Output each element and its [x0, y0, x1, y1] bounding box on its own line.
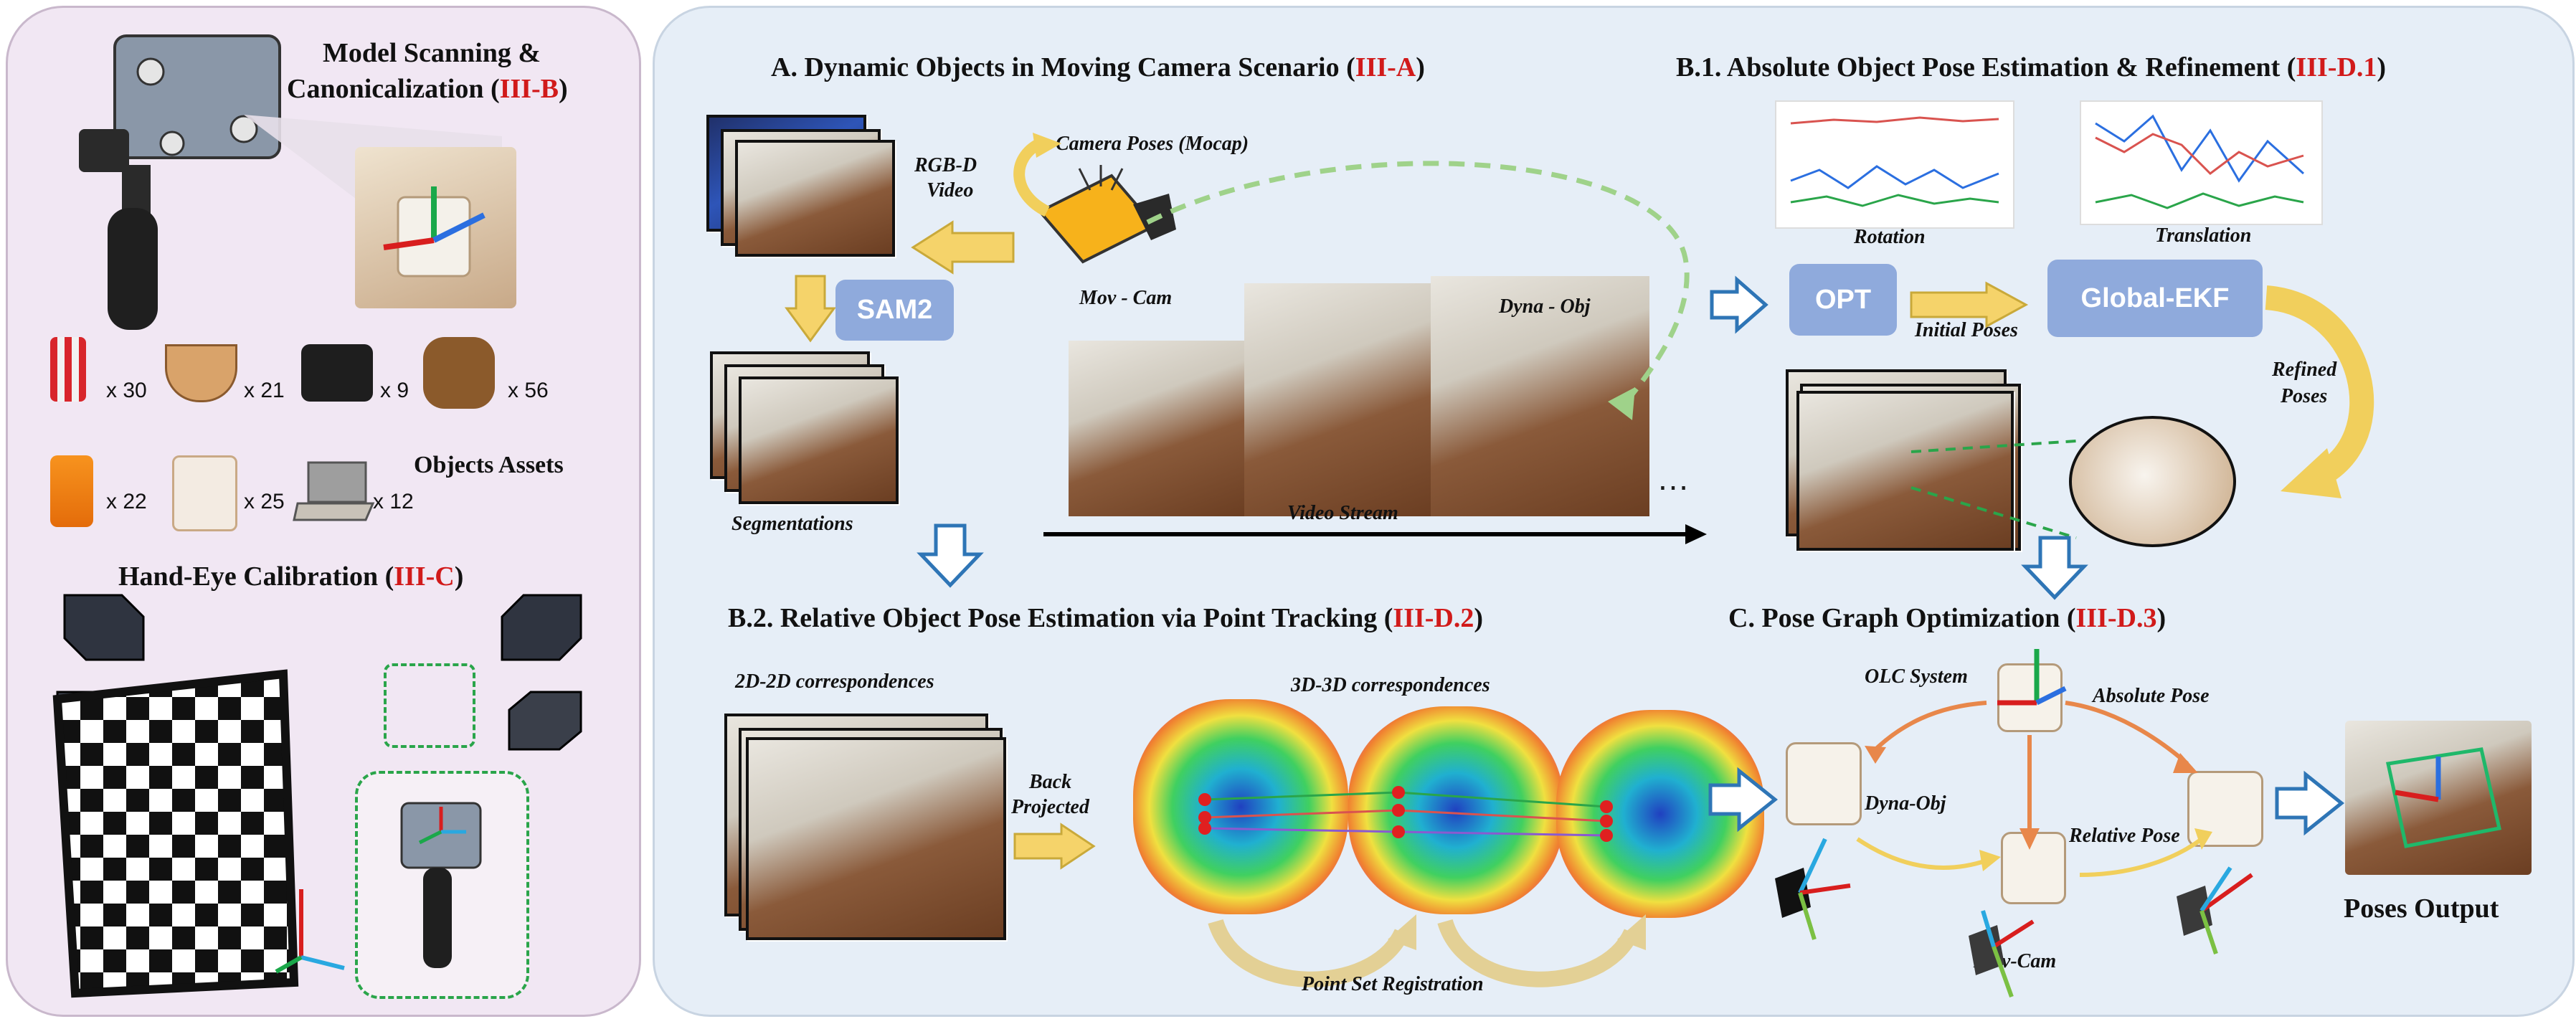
poses-output-image: [2345, 721, 2532, 875]
asset-count-toy: x 56: [508, 379, 549, 402]
segmentations-label: Segmentations: [731, 513, 853, 535]
dashed-green-arrow: [1146, 161, 1690, 420]
relative-pose-label: Relative Pose: [2069, 825, 2180, 847]
dyna-obj-node-label: Dyna-Obj: [1865, 792, 1946, 815]
sam2-box: SAM2: [835, 280, 954, 341]
rgbd-frame: [735, 140, 895, 257]
checkerboard: [52, 669, 299, 998]
section-b2-title: B.2. Relative Object Pose Estimation via…: [728, 603, 1484, 633]
rotation-plot: [1775, 100, 2014, 229]
camera-poses-label: Camera Poses (Mocap): [1056, 133, 1249, 155]
gimbal-camera-image: [65, 22, 294, 337]
refined-mug-zoom: [2069, 416, 2236, 547]
back-projected-line2: Projected: [1011, 796, 1089, 818]
correspondence-lines: [1198, 786, 1613, 842]
asset-count-bowl: x 21: [244, 379, 285, 402]
section-b1-title: B.1. Absolute Object Pose Estimation & R…: [1676, 52, 2387, 82]
bowl-icon: [165, 344, 237, 402]
translation-label: Translation: [2155, 224, 2252, 247]
canonicalization-title: Canonicalization (III-B): [287, 74, 568, 104]
video-frame-1: [1069, 341, 1244, 516]
video-stream-label: Video Stream: [1287, 502, 1398, 524]
camera-poses-curved-arrow: [1013, 133, 1061, 217]
section-a-title: A. Dynamic Objects in Moving Camera Scen…: [771, 52, 1425, 82]
refine-frame: [1796, 391, 2014, 551]
dyna-obj-mug-node: [1786, 742, 1862, 825]
arrow-back-projected: [1013, 823, 1096, 870]
arrow-to-segmentations: [785, 275, 836, 343]
laptop-icon: [293, 459, 375, 523]
dyna-obj-label: Dyna - Obj: [1499, 295, 1591, 318]
asset-count-fanta: x 22: [106, 490, 147, 513]
mocap-camera-icon: [63, 594, 145, 661]
relative-mug-node: [2001, 832, 2066, 904]
mocap-camera-icon: [508, 691, 582, 751]
video-stream-arrow: [1043, 524, 1707, 544]
section-c-title: C. Pose Graph Optimization (III-D.3): [1728, 603, 2167, 633]
refined-label-line2: Poses: [2281, 385, 2328, 407]
asset-count-camera: x 9: [380, 379, 409, 402]
point-set-registration-label: Point Set Registration: [1302, 973, 1484, 995]
olc-mug-node: [1997, 663, 2063, 732]
abs-cam-axes-icon: [2177, 866, 2253, 954]
hand-eye-title: Hand-Eye Calibration (III-C): [118, 561, 464, 592]
mov-cam-label: Mov - Cam: [1079, 287, 1173, 309]
corr-frame: [746, 737, 1006, 940]
refined-label-line1: Refined: [2272, 359, 2337, 381]
point-cloud-1: [1133, 699, 1348, 914]
back-projected-line1: Back: [1029, 771, 1072, 793]
video-frame-2: [1244, 283, 1431, 516]
fanta-can-icon: [50, 455, 93, 527]
asset-count-laptop: x 12: [373, 490, 414, 513]
can-icon: [50, 337, 86, 402]
arrow-to-b2: [917, 523, 984, 588]
mocap-camera-icon: [501, 594, 582, 661]
arrow-to-pose-graph-c: [1708, 767, 1779, 833]
mug-asset-icon: [172, 455, 237, 531]
initial-poses-label: Initial Poses: [1915, 319, 2018, 341]
model-scanning-title: Model Scanning &: [323, 38, 541, 68]
corr-2d-label: 2D-2D correspondences: [735, 670, 934, 693]
corr-3d-label: 3D-3D correspondences: [1291, 674, 1490, 696]
olc-system-label: OLC System: [1865, 665, 1968, 688]
arrow-to-opt: [1710, 275, 1768, 334]
poses-output-label: Poses Output: [2344, 894, 2499, 924]
asset-count-mug: x 25: [244, 490, 285, 513]
rgbd-label-line2: Video: [927, 179, 974, 202]
objects-assets-title: Objects Assets: [414, 452, 564, 478]
registration-arrow-1: [1208, 914, 1416, 987]
olc-axes-icon: [1997, 649, 2067, 706]
video-stream-ellipsis: …: [1657, 460, 1690, 497]
arrow-to-global-ekf: [1910, 281, 2029, 328]
camera-asset-icon: [301, 344, 373, 402]
arrow-to-rgbd: [911, 220, 1015, 275]
arrow-to-output: [2275, 770, 2345, 836]
toy-bear-icon: [423, 337, 495, 409]
video-frame-3: [1431, 276, 1649, 516]
translation-plot: [2080, 100, 2323, 225]
mov-cam-axes-icon: [1969, 910, 2035, 998]
opt-box: OPT: [1789, 264, 1897, 336]
zoom-dashed-lines: [1910, 440, 2077, 539]
refined-poses-curved-arrow: [2265, 285, 2374, 498]
pose-graph-edges: [1856, 701, 2212, 877]
rotation-label: Rotation: [1854, 226, 1926, 248]
registration-arrow-2: [1437, 914, 1646, 987]
calibration-marker: [384, 663, 475, 748]
segmentation-frame: [739, 376, 899, 504]
dyna-cam-axes-icon: [1775, 838, 1851, 940]
absolute-pose-label: Absolute Pose: [2093, 685, 2210, 707]
rgbd-label-line1: RGB-D: [914, 154, 977, 176]
board-axes-icon: [275, 889, 345, 974]
mug-canonical-image: [355, 147, 516, 308]
gimbal-small-image: [387, 789, 495, 975]
asset-count-can: x 30: [106, 379, 147, 402]
arrow-to-pose-graph: [2021, 536, 2088, 600]
global-ekf-box: Global-EKF: [2047, 260, 2263, 337]
